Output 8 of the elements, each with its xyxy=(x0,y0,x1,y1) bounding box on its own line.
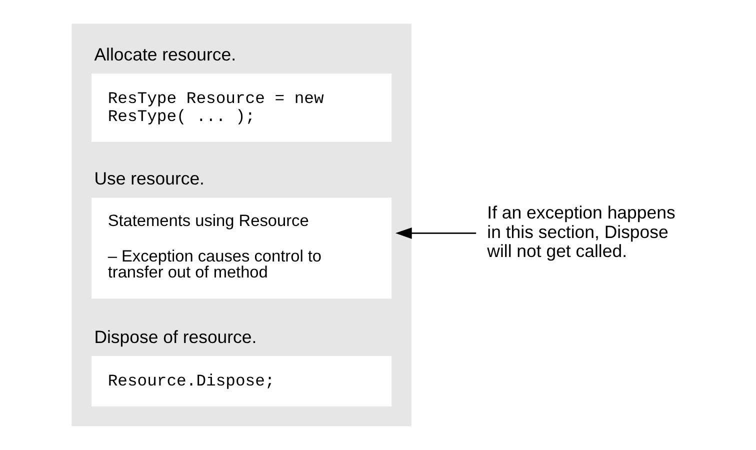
node-box: Resource.Dispose; xyxy=(91,356,392,406)
node-box: Statements using Resource – Exception causes control to transfer out of method xyxy=(91,198,392,299)
node-text: If an exception happens in this section, Dispose will not get called. xyxy=(487,202,676,261)
node-label: Dispose of resource. xyxy=(94,326,257,347)
arrow xyxy=(395,227,476,239)
node-label: Use resource. xyxy=(94,168,204,189)
node-box: ResType Resource = new ResType( ... ); xyxy=(91,74,392,142)
node-label: Allocate resource. xyxy=(94,44,236,64)
